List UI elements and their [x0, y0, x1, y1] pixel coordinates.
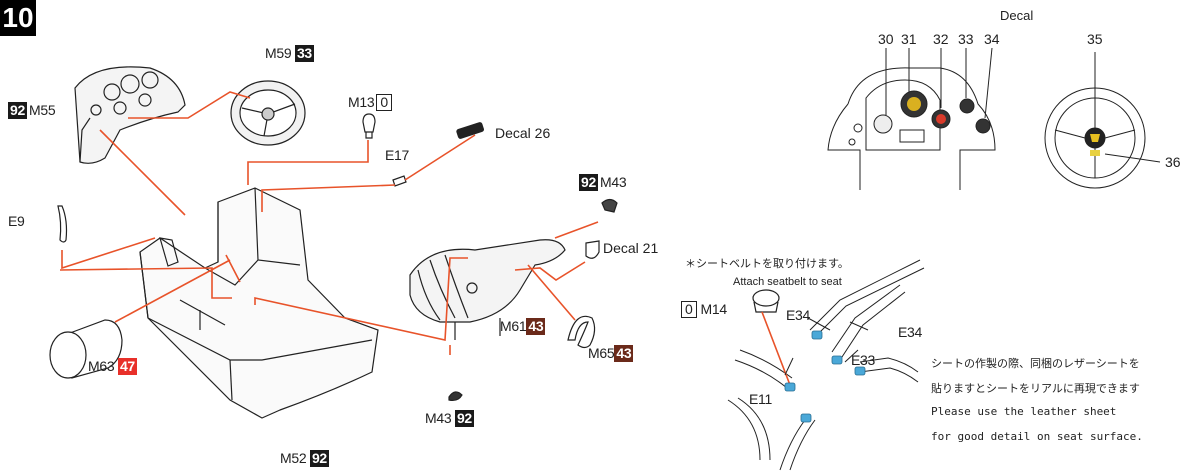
m43-bottom-label: M43 92 — [425, 410, 476, 427]
e17-part — [392, 175, 407, 187]
m52-label: M52 92 — [280, 450, 331, 467]
m65-color-badge: 43 — [614, 345, 634, 362]
m43-bottom-part — [448, 391, 463, 402]
leather-note-jp-2: 貼りますとシートをリアルに再現できます — [931, 382, 1140, 395]
small-knob-part — [362, 113, 376, 139]
m13-code: M13 — [348, 94, 375, 110]
seatbelt-note-jp: ＊シートベルトを取り付けます。 — [685, 257, 849, 270]
fire-extinguisher-part — [49, 319, 123, 379]
decal-number-34: 34 — [984, 31, 1000, 47]
m59-label: M59 33 — [265, 45, 316, 62]
m43-bottom-color-badge: 92 — [454, 410, 474, 427]
leader-lines — [59, 91, 791, 386]
m55-code: M55 — [28, 102, 56, 118]
decal-title: Decal — [1000, 8, 1034, 23]
m43-top-color-badge: 92 — [579, 174, 598, 191]
leather-note-en-1: Please use the leather sheet — [931, 405, 1117, 418]
dashboard-panel-part — [74, 66, 186, 164]
m61-code: M61 — [500, 318, 527, 334]
seatbelt-note-en: Attach seatbelt to seat — [733, 276, 842, 288]
m55-color-badge: 92 — [8, 102, 27, 119]
m43-bottom-code: M43 — [425, 410, 452, 426]
decal-number-36: 36 — [1165, 154, 1181, 170]
leather-note-en-2: for good detail on seat surface. — [931, 430, 1143, 443]
decal-26-shape — [456, 122, 484, 139]
e11-label: E11 — [749, 391, 772, 407]
dashboard-detail — [827, 67, 996, 190]
m13-color-badge: 0 — [376, 94, 392, 111]
decal26-label: Decal 26 — [495, 125, 551, 141]
e33-label: E33 — [851, 352, 876, 368]
decal-number-33: 33 — [958, 31, 974, 47]
m59-code: M59 — [265, 45, 292, 61]
decal-number-32: 32 — [933, 31, 949, 47]
m14-color-badge: 0 — [681, 301, 697, 318]
m61-color-badge: 43 — [526, 318, 546, 335]
decal-number-35: 35 — [1087, 31, 1103, 47]
decal-21-shape — [585, 240, 600, 259]
e9-part — [57, 205, 68, 243]
m63-label: M63 47 — [88, 358, 139, 375]
m63-code: M63 — [88, 358, 115, 374]
step-number: 10 — [0, 0, 36, 36]
decal-number-30: 30 — [878, 31, 894, 47]
m65-code: M65 — [588, 345, 615, 361]
m14-code: M14 — [700, 301, 728, 317]
m14-part — [752, 289, 780, 313]
seatbelt-straps — [727, 259, 925, 471]
m43-top-code: M43 — [599, 174, 627, 190]
e9-label: E9 — [8, 213, 25, 229]
steering-wheel-detail — [1044, 87, 1146, 189]
e34-left-label: E34 — [786, 307, 811, 323]
decal-number-31: 31 — [901, 31, 917, 47]
decal-leaders — [784, 47, 1161, 376]
m63-color-badge: 47 — [117, 358, 137, 375]
seat-base-part — [139, 187, 379, 419]
seat-part — [409, 239, 566, 340]
e17-label: E17 — [385, 147, 410, 163]
m52-code: M52 — [280, 450, 307, 466]
leather-note-jp-1: シートの作製の際、同梱のレザーシートを — [931, 357, 1140, 370]
decal21-label: Decal 21 — [603, 240, 659, 256]
m43-top-part — [601, 198, 618, 213]
steering-wheel-part — [230, 80, 306, 146]
m65-part — [567, 315, 596, 349]
m59-color-badge: 33 — [294, 45, 314, 62]
buckle-clips — [784, 330, 866, 423]
m52-color-badge: 92 — [309, 450, 329, 467]
e34-right-label: E34 — [898, 324, 923, 340]
